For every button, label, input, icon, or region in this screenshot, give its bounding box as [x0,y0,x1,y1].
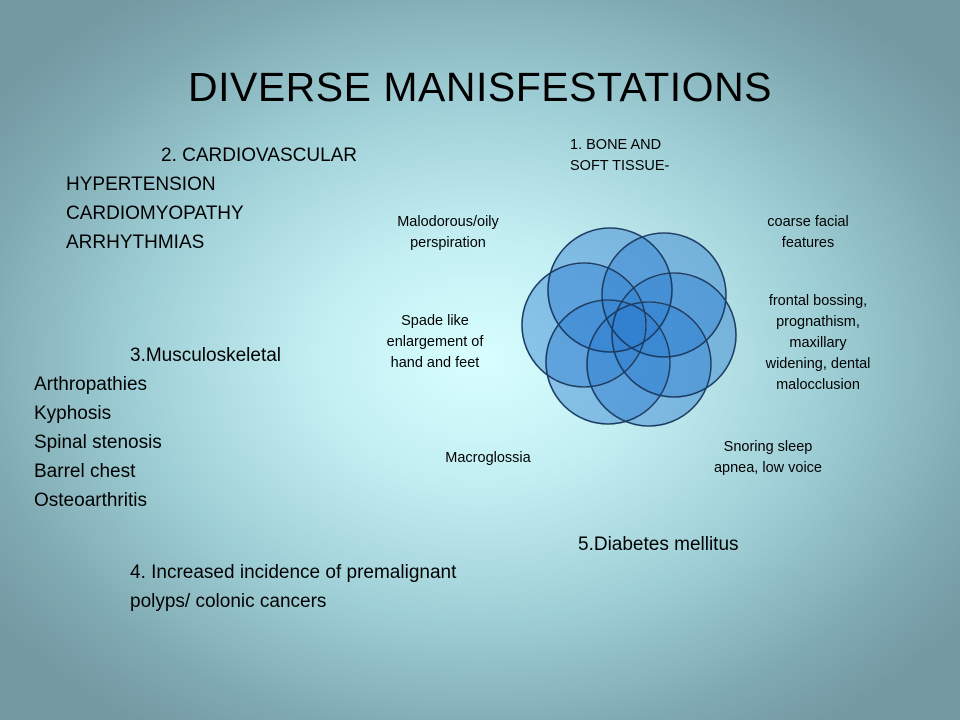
label-spade-like: Spade like enlargement of hand and feet [386,313,484,371]
bone-heading: 1. BONE AND SOFT TISSUE- [570,135,669,177]
label-macroglossia: Macroglossia [445,450,531,466]
label-snoring: Snoring sleep apnea, low voice [713,439,822,476]
list-item: Osteoarthritis [34,490,147,511]
bone-heading-line-2: SOFT TISSUE- [570,158,670,174]
polyps-line-1: 4. Increased incidence of premalignant [130,562,457,583]
list-item: Kyphosis [34,403,112,424]
cardiovascular-heading: 2. CARDIOVASCULAR [161,145,358,166]
list-item: Barrel chest [34,461,136,482]
label-frontal-bossing: frontal bossing, prognathism, maxillary … [765,293,871,393]
label-coarse-facial: coarse facial features [767,214,849,251]
musculoskeletal-heading: 3.Musculoskeletal [130,345,282,366]
list-item: CARDIOMYOPATHY [66,203,244,224]
bone-heading-line-1: 1. BONE AND [570,137,662,153]
list-item: ARRHYTHMIAS [66,232,205,253]
cardiovascular-list: HYPERTENSION CARDIOMYOPATHY ARRHYTHMIAS [66,170,244,257]
list-item: HYPERTENSION [66,174,216,195]
list-item: Spinal stenosis [34,432,162,453]
polyps-line-2: polyps/ colonic cancers [130,591,327,612]
musculoskeletal-list: Arthropathies Kyphosis Spinal stenosis B… [34,370,162,515]
list-item: Arthropathies [34,374,148,395]
label-malodorous: Malodorous/oily perspiration [397,214,499,251]
overlapping-circles [521,227,737,427]
slide-title: DIVERSE MANISFESTATIONS [187,64,773,110]
bone-soft-tissue-diagram [521,227,737,427]
diabetes-text: 5.Diabetes mellitus [578,534,739,555]
polyps-text: 4. Increased incidence of premalignant p… [130,558,456,616]
